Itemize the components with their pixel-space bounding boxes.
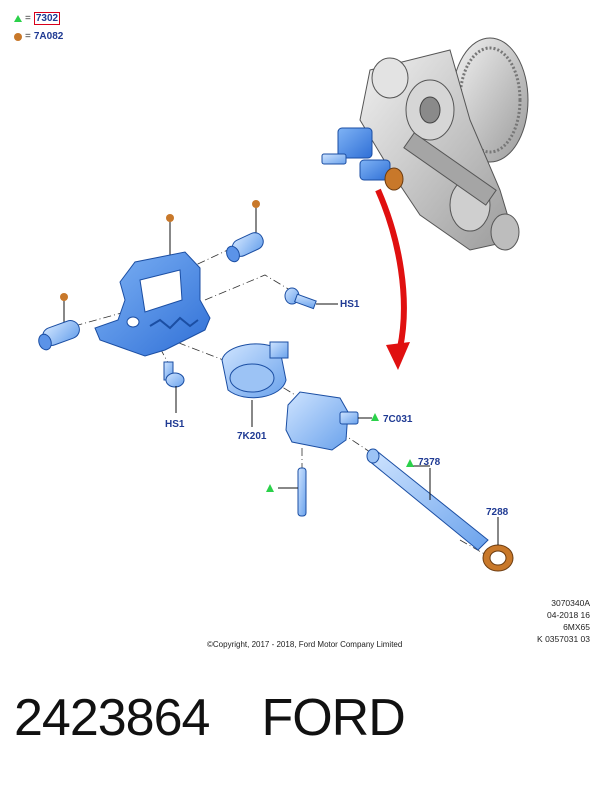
part-7378 — [366, 448, 489, 551]
brand-name: FORD — [261, 689, 405, 747]
mounting-bracket — [94, 251, 211, 357]
callout-hs1-bottom[interactable]: HS1 — [165, 419, 185, 430]
part-number-caption: 2423864 FORD — [14, 688, 406, 748]
reference-code: K 0357031 03 — [537, 634, 590, 644]
legend-equals: = — [25, 13, 31, 24]
legend-code[interactable]: 7A082 — [33, 31, 64, 42]
copyright-text: ©Copyright, 2017 - 2018, Ford Motor Comp… — [207, 640, 403, 649]
part-7c031 — [285, 391, 372, 451]
legend-row-triangle: = 7302 — [14, 12, 61, 25]
triangle-icon — [14, 15, 22, 22]
dot-icon — [60, 293, 68, 301]
reference-code: 6MX65 — [563, 622, 590, 632]
dowel-pin-upper — [226, 232, 264, 263]
triangle-icon — [406, 459, 414, 467]
bolt-hs1-bottom — [163, 361, 185, 413]
red-arrow — [375, 188, 410, 370]
part-7288 — [482, 517, 514, 572]
dot-callouts — [60, 200, 260, 322]
assembled-seal — [384, 167, 404, 191]
bolt-hs1-right — [284, 287, 338, 310]
callout-7k201[interactable]: 7K201 — [237, 431, 267, 442]
assembled-switch — [321, 127, 391, 181]
reference-codes: 3070340A 04-2018 16 6MX65 K 0357031 03 — [537, 597, 590, 645]
triangle-icon — [371, 413, 379, 421]
part-7k201 — [221, 341, 289, 427]
callout-7378[interactable]: 7378 — [418, 457, 441, 468]
callout-7c031[interactable]: 7C031 — [383, 414, 413, 425]
dot-icon — [166, 214, 174, 222]
dot-icon — [14, 32, 22, 41]
gearbox-assembly — [359, 37, 529, 251]
dot-icon — [252, 200, 260, 208]
detent-pin — [278, 467, 307, 517]
callout-hs1-right[interactable]: HS1 — [340, 299, 360, 310]
part-number: 2423864 — [14, 689, 210, 747]
triangle-icon — [266, 484, 274, 492]
reference-code: 3070340A — [551, 598, 590, 608]
legend-code[interactable]: 7302 — [33, 12, 61, 25]
exploded-parts-diagram: HS1 HS1 7K201 7C031 7378 7288 — [38, 37, 529, 572]
callout-7288[interactable]: 7288 — [486, 507, 509, 518]
reference-code: 04-2018 16 — [546, 610, 590, 620]
legend-equals: = — [25, 31, 31, 42]
legend-row-dot: = 7A082 — [14, 31, 63, 42]
dowel-pin-left — [38, 320, 80, 351]
